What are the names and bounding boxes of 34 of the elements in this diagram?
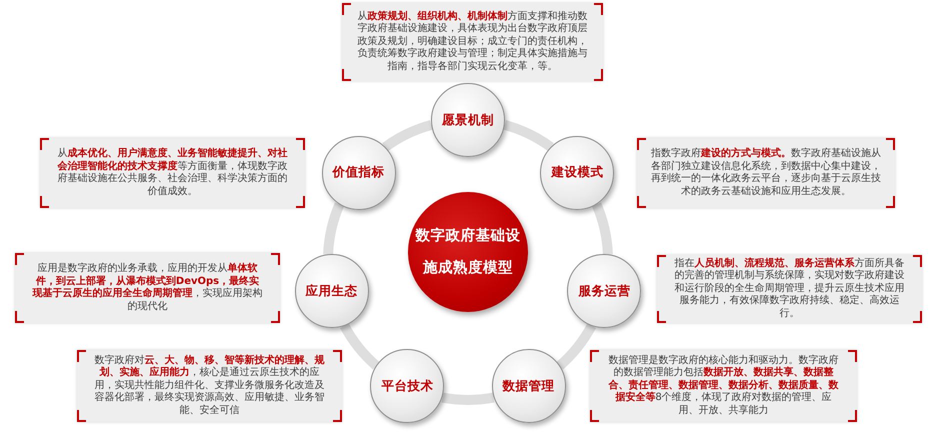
stage-circle	[431, 83, 505, 157]
stage-label: 服务运营	[578, 282, 630, 300]
stage-label: 数据管理	[502, 378, 555, 395]
ring-arc	[382, 120, 433, 152]
ring-arc	[340, 323, 380, 370]
description-text: 数字政府对云、大、物、移、智等新技术的理解、规划、实施、应用能力，核心是通过云原生技术的应用，实现共性能力组件化、支撑业务微服务化改造及容器化部署，最终实现资源高效、应用敏捷、业务智能、安全可信	[94, 354, 326, 418]
description-text: 指在人员机制、流程规范、服务运营体系方面所具备的完善的管理机制与系统保障，实现对数字政府建设和运行阶段的全生命周期管理，提升云原生技术应用服务能力，有效保障数字政府持续、稳定、高效运行。	[674, 258, 906, 320]
description-card	[590, 350, 857, 422]
description-text: 从成本优化、用户满意度、业务智能敏捷提升、对社会治理智能化的技术支撑度等方面衡量，体现数字政府基础设施在公共服务、社会治理、科学决策方面的价值成效。	[56, 148, 288, 198]
description-card	[77, 350, 342, 422]
stage-label: 应用生态	[306, 282, 358, 300]
ring-arc	[442, 392, 494, 405]
ring-arc	[503, 120, 554, 152]
ring-arc	[592, 202, 613, 255]
description-text: 应用是数字政府的业务承载，应用的开发从单体软件，到云上部署，从瀑布模式到DevOps，最终实现基于云原生的应用全生命周期管理，实现应用架构的现代化	[31, 263, 264, 313]
stage-circle	[567, 254, 642, 328]
description-card	[637, 138, 895, 208]
stage-circle	[540, 136, 614, 210]
ring-arc	[323, 202, 344, 255]
stage-circle	[322, 136, 396, 210]
description-text: 从政策规划、组织机构、机制体制方面支撑和推动数字政府基础设施建设，具体表现为出台数字政府顶层政策及规划，明确建设目标；成立专门的责任机构，负责统筹数字政府建设与管理；制定具体实施措施与指南，指导各部门实现云化变革，等。	[356, 10, 588, 74]
stage-label: 平台技术	[381, 378, 434, 395]
stage-circle	[370, 349, 444, 424]
description-card	[40, 138, 305, 208]
stage-label: 愿景机制	[442, 112, 494, 128]
ring-arc	[556, 323, 596, 370]
description-card	[657, 255, 922, 323]
center-title: 数字政府基础设施成熟度模型	[414, 226, 522, 278]
stage-label: 建设模式	[551, 164, 604, 182]
description-text: 数据管理是数字政府的核心能力和驱动力。数字政府的数据管理能力包括数据开放、数据共享、数据整合、责任管理、数据管理、数据分析、数据质量、数据安全等8个维度，体现了政府对数据的管理、应用、开放、共享能力	[608, 354, 840, 418]
description-card	[15, 253, 280, 323]
description-card	[342, 3, 603, 81]
stage-label: 价值指标	[332, 164, 385, 182]
description-text: 指数字政府建设的方式与模式。数字政府基础设施从各部门独立建设信息化系统，到数据中心集中建设，再到统一的一体化政务云平台，逐步向基于云原生技术的政务云基础设施和应用生态发展。	[650, 148, 882, 198]
